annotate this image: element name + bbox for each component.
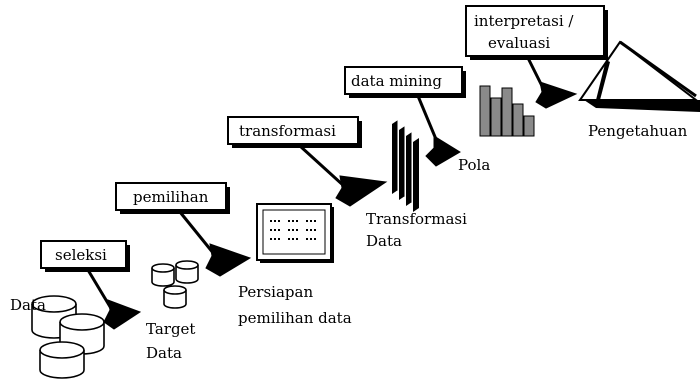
stacked-panels-icon — [392, 120, 419, 212]
arrow-pemilihan — [178, 211, 252, 277]
monitor-grid-icon — [256, 203, 334, 263]
step-pemilihan-label: pemilihan — [133, 188, 209, 206]
step-transformasi-label: transformasi — [239, 122, 336, 140]
arrow-transformasi — [298, 144, 388, 207]
stage-target-label-1: Target — [146, 320, 195, 338]
arrow-seleksi — [86, 269, 142, 330]
step-seleksi: seleksi — [40, 240, 130, 272]
database-cylinders-icon — [31, 295, 105, 379]
stage-transformasi-label-1: Transformasi — [366, 210, 467, 228]
stage-persiapan-label-1: Persiapan — [238, 283, 313, 301]
arrow-data-mining — [416, 95, 461, 167]
stage-target-label-2: Data — [146, 344, 182, 362]
step-data-mining: data mining — [344, 66, 466, 98]
bar-chart-icon — [479, 85, 535, 137]
stage-pola-label: Pola — [458, 156, 490, 174]
stage-pengetahuan-label: Pengetahuan — [588, 122, 688, 140]
stage-data-label: Data — [10, 296, 46, 314]
arrow-interpretasi — [526, 57, 578, 109]
step-transformasi: transformasi — [227, 116, 362, 148]
triangle-icon — [578, 40, 700, 112]
small-cylinders-icon — [151, 260, 199, 309]
stage-persiapan-label-2: pemilihan data — [238, 309, 352, 327]
stage-transformasi-label-2: Data — [366, 232, 402, 250]
step-interpretasi-label: interpretasi / — [474, 12, 574, 30]
step-pemilihan: pemilihan — [115, 182, 230, 214]
step-seleksi-label: seleksi — [55, 246, 107, 264]
step-interpretasi-label-2: evaluasi — [488, 34, 550, 52]
step-interpretasi: interpretasi / evaluasi — [465, 5, 608, 60]
step-data-mining-label: data mining — [351, 72, 442, 90]
